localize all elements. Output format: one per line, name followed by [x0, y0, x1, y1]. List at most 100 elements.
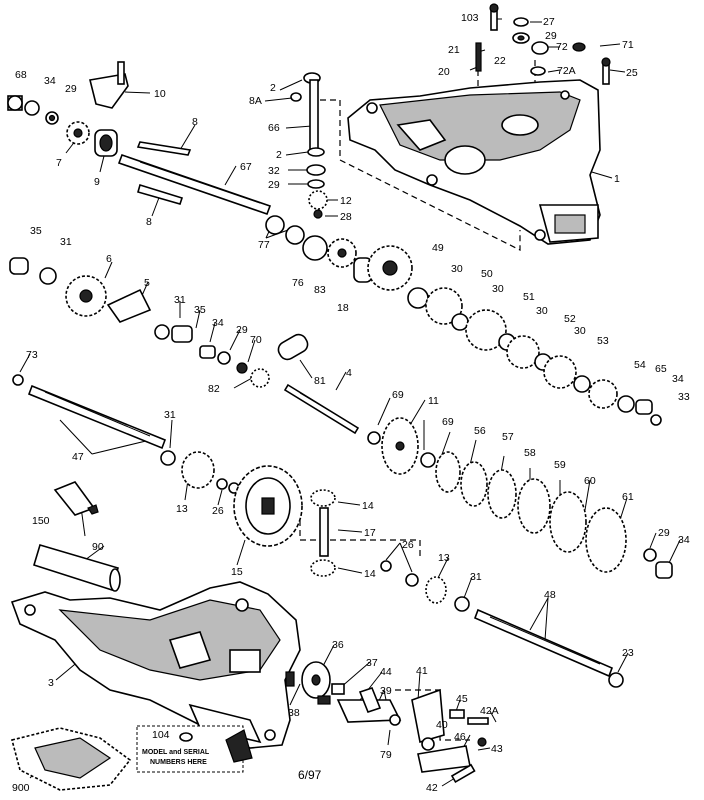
label-59: 59 [554, 459, 566, 471]
label-70: 70 [250, 334, 262, 346]
label-31-mid: 31 [174, 294, 186, 306]
label-25: 25 [626, 67, 638, 79]
label-1: 1 [614, 173, 620, 185]
label-8-mid: 8 [146, 216, 152, 228]
label-7: 7 [56, 157, 62, 169]
label-43: 43 [491, 743, 503, 755]
label-27: 27 [543, 16, 555, 28]
label-66: 66 [268, 122, 280, 134]
label-33: 33 [678, 391, 690, 403]
thumbnail-900 [11, 727, 132, 791]
label-28: 28 [340, 211, 352, 223]
label-77: 77 [258, 239, 270, 251]
label-29-center: 29 [236, 324, 248, 336]
label-2-mid: 2 [276, 149, 282, 161]
label-50: 50 [481, 268, 493, 280]
label-31-lower: 31 [164, 409, 176, 421]
label-34-right: 34 [672, 373, 684, 385]
label-58: 58 [524, 447, 536, 459]
leader-lines [19, 18, 681, 787]
label-5: 5 [144, 277, 150, 289]
label-104: 104 [152, 729, 170, 741]
label-8-top: 8 [192, 116, 198, 128]
label-34-bottom: 34 [678, 534, 690, 546]
brake-assembly [285, 661, 489, 784]
upper-housing [347, 79, 601, 245]
label-4: 4 [346, 367, 352, 379]
label-32: 32 [268, 165, 280, 177]
label-17: 17 [364, 527, 376, 539]
label-30-d: 30 [574, 325, 586, 337]
label-29-top: 29 [545, 30, 557, 42]
label-30-a: 30 [451, 263, 463, 275]
label-38: 38 [288, 707, 300, 719]
revision-date: 6/97 [298, 768, 322, 782]
label-11: 11 [428, 395, 439, 407]
label-81: 81 [314, 375, 326, 387]
label-35-mid: 35 [194, 304, 206, 316]
label-48: 48 [544, 589, 556, 601]
label-103: 103 [461, 12, 479, 24]
label-76: 76 [292, 277, 304, 289]
label-65: 65 [655, 363, 667, 375]
label-53: 53 [597, 335, 609, 347]
label-22: 22 [494, 55, 506, 67]
label-15: 15 [231, 566, 243, 578]
serial-plate-callout [136, 725, 253, 773]
label-54: 54 [634, 359, 646, 371]
label-30-c: 30 [536, 305, 548, 317]
label-72: 72 [556, 41, 568, 53]
label-45: 45 [456, 693, 468, 705]
middle-gears [9, 257, 360, 466]
label-20: 20 [438, 66, 450, 78]
label-44: 44 [380, 666, 392, 678]
left-misc [33, 481, 121, 592]
label-79: 79 [380, 749, 392, 761]
label-57: 57 [502, 431, 514, 443]
label-41: 41 [416, 665, 428, 677]
lower-gears [181, 417, 673, 688]
label-14-top: 14 [362, 500, 374, 512]
label-69-a: 69 [392, 389, 404, 401]
label-35-left: 35 [30, 225, 42, 237]
label-34-top: 34 [44, 75, 56, 87]
label-68: 68 [15, 69, 27, 81]
label-12: 12 [340, 195, 352, 207]
serial-plate-line1: MODEL and SERIAL [142, 749, 210, 756]
serial-plate-line2: NUMBERS HERE [150, 759, 207, 766]
label-36: 36 [332, 639, 344, 651]
label-3: 3 [48, 677, 54, 689]
label-46: 46 [454, 731, 466, 743]
label-72a: 72A [557, 65, 576, 77]
label-69-b: 69 [442, 416, 454, 428]
label-51: 51 [523, 291, 535, 303]
label-23: 23 [622, 647, 634, 659]
label-18: 18 [337, 302, 349, 314]
label-42: 42 [426, 782, 438, 794]
label-37: 37 [366, 657, 378, 669]
label-40: 40 [436, 719, 448, 731]
label-2-top: 2 [270, 82, 276, 94]
label-34-mid: 34 [212, 317, 224, 329]
shifter-parts [7, 61, 272, 216]
label-26-left: 26 [212, 505, 224, 517]
label-39: 39 [380, 685, 392, 697]
label-13-right: 13 [438, 552, 450, 564]
label-42a: 42A [480, 705, 499, 717]
label-31-left: 31 [60, 236, 72, 248]
label-56: 56 [474, 425, 486, 437]
label-26-right: 26 [402, 539, 414, 551]
label-29-left: 29 [65, 83, 77, 95]
label-47: 47 [72, 451, 84, 463]
label-31-bottom: 31 [470, 571, 482, 583]
label-900: 900 [12, 782, 30, 794]
label-150: 150 [32, 515, 50, 527]
center-shaft [265, 72, 373, 283]
label-67: 67 [240, 161, 252, 173]
label-14-bottom: 14 [364, 568, 376, 580]
label-10: 10 [154, 88, 166, 100]
label-82: 82 [208, 383, 220, 395]
label-29-right: 29 [658, 527, 670, 539]
lower-housing [10, 581, 301, 749]
